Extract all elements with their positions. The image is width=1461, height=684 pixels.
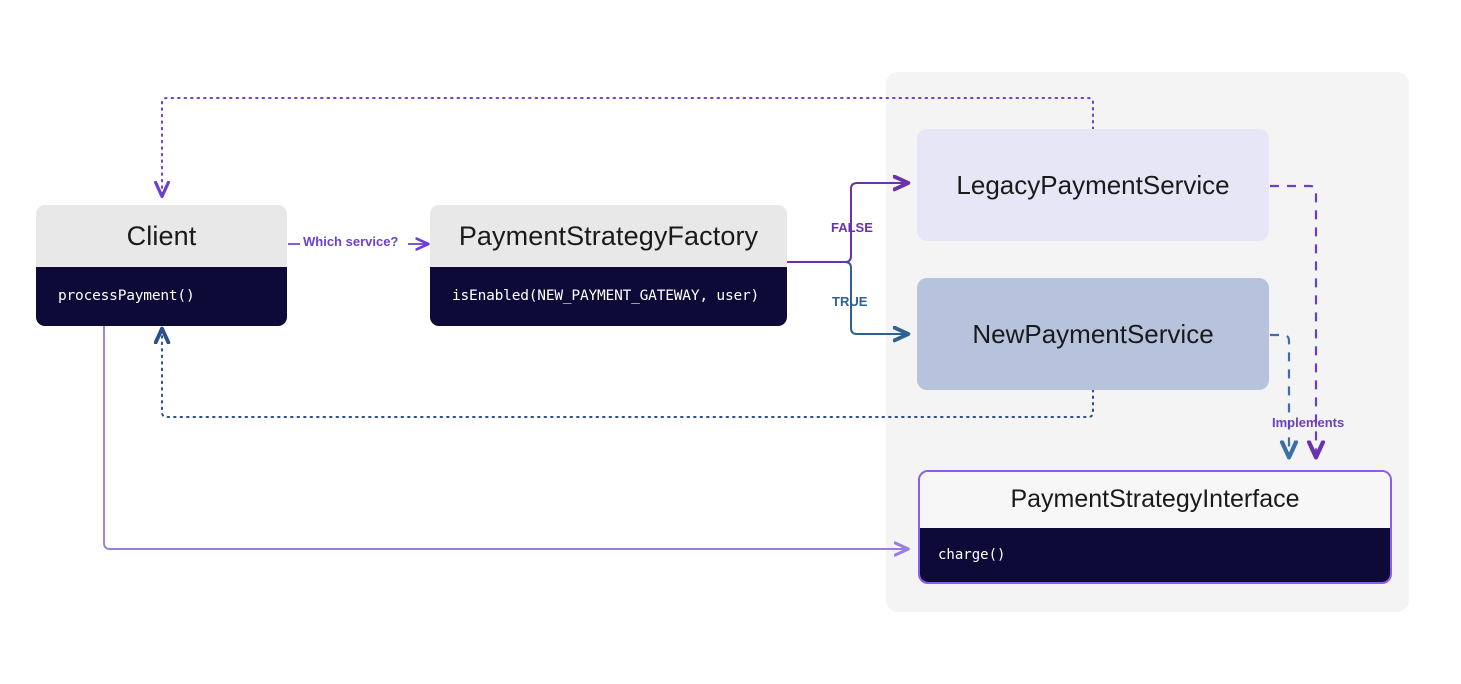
node-legacy-payment-service[interactable]: LegacyPaymentService — [917, 129, 1269, 241]
node-new-title: NewPaymentService — [972, 318, 1214, 349]
node-legacy-title: LegacyPaymentService — [956, 169, 1230, 200]
edge-new-returns-client — [162, 329, 1094, 418]
node-payment-strategy-interface[interactable]: PaymentStrategyInterface charge() — [918, 470, 1392, 584]
edge-new-implements-interface — [1270, 333, 1289, 457]
edge-label-false: FALSE — [831, 220, 873, 235]
node-payment-strategy-factory[interactable]: PaymentStrategyFactory isEnabled(NEW_PAY… — [430, 205, 787, 326]
edge-label-which-service: Which service? — [303, 234, 399, 249]
edge-legacy-returns-client — [162, 97, 1094, 196]
edge-client-calls-charge — [103, 320, 908, 549]
edge-label-true: TRUE — [832, 294, 868, 309]
node-client[interactable]: Client processPayment() — [36, 205, 287, 326]
node-client-title: Client — [36, 205, 287, 267]
edge-label-implements: Implements — [1272, 415, 1345, 430]
node-client-method: processPayment() — [36, 267, 287, 326]
node-factory-title: PaymentStrategyFactory — [430, 205, 787, 267]
node-interface-title: PaymentStrategyInterface — [920, 472, 1390, 528]
node-new-payment-service[interactable]: NewPaymentService — [917, 278, 1269, 390]
edge-factory-branch — [787, 183, 908, 334]
node-factory-method: isEnabled(NEW_PAYMENT_GATEWAY, user) — [430, 267, 787, 326]
edge-legacy-implements-interface — [1270, 184, 1316, 457]
node-interface-method: charge() — [920, 528, 1390, 582]
